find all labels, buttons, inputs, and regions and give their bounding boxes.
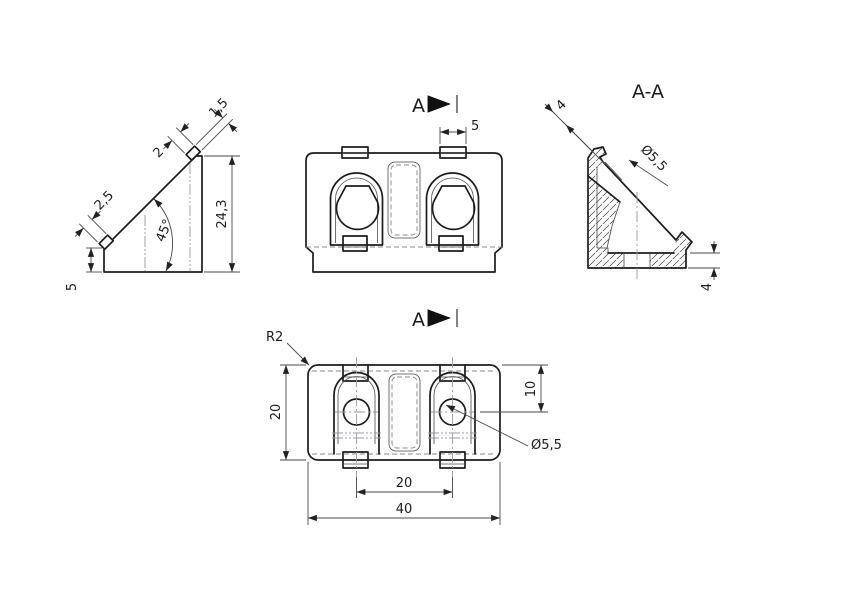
angle-arc xyxy=(153,198,173,272)
front-top-tab-right xyxy=(439,146,467,159)
hole-profile xyxy=(335,185,380,231)
dim-top-radius: R2 xyxy=(266,330,283,345)
side-bottom-tab xyxy=(98,234,115,251)
dim-side-tab-bottom: 2,5 xyxy=(92,188,117,213)
dim-top-hole-spacing: 20 xyxy=(396,476,413,491)
side-hypotenuse xyxy=(112,157,195,240)
ext-line xyxy=(87,214,107,235)
dim-line xyxy=(74,227,84,237)
hole-profile xyxy=(431,185,476,231)
dim-section-hole: Ø5,5 xyxy=(637,142,669,174)
dim-line xyxy=(163,140,173,150)
inner-step xyxy=(597,247,609,253)
tab xyxy=(342,364,369,382)
top-slot-hidden xyxy=(391,376,418,449)
top-slot xyxy=(388,373,421,452)
side-view: 2 1,5 2,5 45° 24,3 5 xyxy=(65,96,240,291)
front-arch-left xyxy=(329,172,384,252)
dim-side-tab-offset: 2 xyxy=(151,145,167,161)
tab xyxy=(342,451,369,469)
dim-side-height: 24,3 xyxy=(215,200,230,229)
hatch-base-right xyxy=(650,232,692,268)
top-arch-right xyxy=(428,357,477,477)
dim-line xyxy=(544,103,554,113)
leader-line xyxy=(628,159,669,187)
arch-inner xyxy=(335,177,378,243)
dim-side-tab-top: 1,5 xyxy=(206,96,231,121)
tab xyxy=(439,146,467,159)
side-bottom-tab-group: 2,5 xyxy=(74,188,117,251)
ext-line xyxy=(195,113,228,146)
leader-line xyxy=(286,342,310,366)
ext-line xyxy=(201,118,234,151)
arch-tab xyxy=(342,235,368,252)
dim-line xyxy=(214,109,224,119)
dim-line xyxy=(91,210,101,220)
leader-line xyxy=(445,404,529,447)
front-view: 5 A xyxy=(305,95,503,273)
front-slot xyxy=(387,161,421,239)
top-tabs xyxy=(342,364,466,469)
dim-top-hole-offset: 10 xyxy=(524,381,539,398)
front-top-tab-left xyxy=(341,146,369,159)
chamfer-edge xyxy=(604,161,623,181)
hatch-wedge xyxy=(597,184,620,248)
ext-line xyxy=(167,135,186,154)
section-letter: A xyxy=(412,309,425,331)
front-arch-right xyxy=(425,172,480,252)
ext-line xyxy=(78,223,99,243)
dim-line xyxy=(565,124,575,134)
side-outline xyxy=(103,155,203,273)
dim-top-depth: 20 xyxy=(269,404,284,421)
hatch-base-left xyxy=(597,248,624,268)
arch-tab xyxy=(438,235,464,252)
dim-top-hole-dia: Ø5,5 xyxy=(531,438,562,453)
top-arch-left xyxy=(332,357,381,477)
top-body xyxy=(307,364,501,461)
dim-section-base: 4 xyxy=(700,283,715,291)
dim-section-tab: 4 xyxy=(553,97,569,113)
dim-line xyxy=(228,123,238,133)
bore-edge xyxy=(606,201,621,249)
ext-line xyxy=(175,127,194,146)
section-title: A-A xyxy=(632,81,664,103)
section-marker-bottom: A xyxy=(412,309,458,331)
arch-outer xyxy=(329,172,384,246)
dim-top-width: 40 xyxy=(396,502,413,517)
arch-outer xyxy=(425,172,480,246)
dim-front-tab-width: 5 xyxy=(471,119,479,134)
side-top-tab xyxy=(185,145,202,162)
section-letter: A xyxy=(412,95,425,117)
section-view: A-A 4 Ø5,5 4 xyxy=(544,81,720,291)
front-body xyxy=(305,152,503,273)
side-top-tab-group: 2 1,5 xyxy=(151,96,238,162)
arch-inner xyxy=(431,177,474,243)
front-slot-hidden xyxy=(390,164,418,236)
top-view: R2 20 10 Ø5,5 20 40 A xyxy=(266,309,562,525)
hole-far-edge xyxy=(587,175,621,203)
tab xyxy=(341,146,369,159)
section-marker-top: A xyxy=(412,95,458,117)
dim-side-foot: 5 xyxy=(65,283,80,291)
dim-line xyxy=(180,123,190,133)
